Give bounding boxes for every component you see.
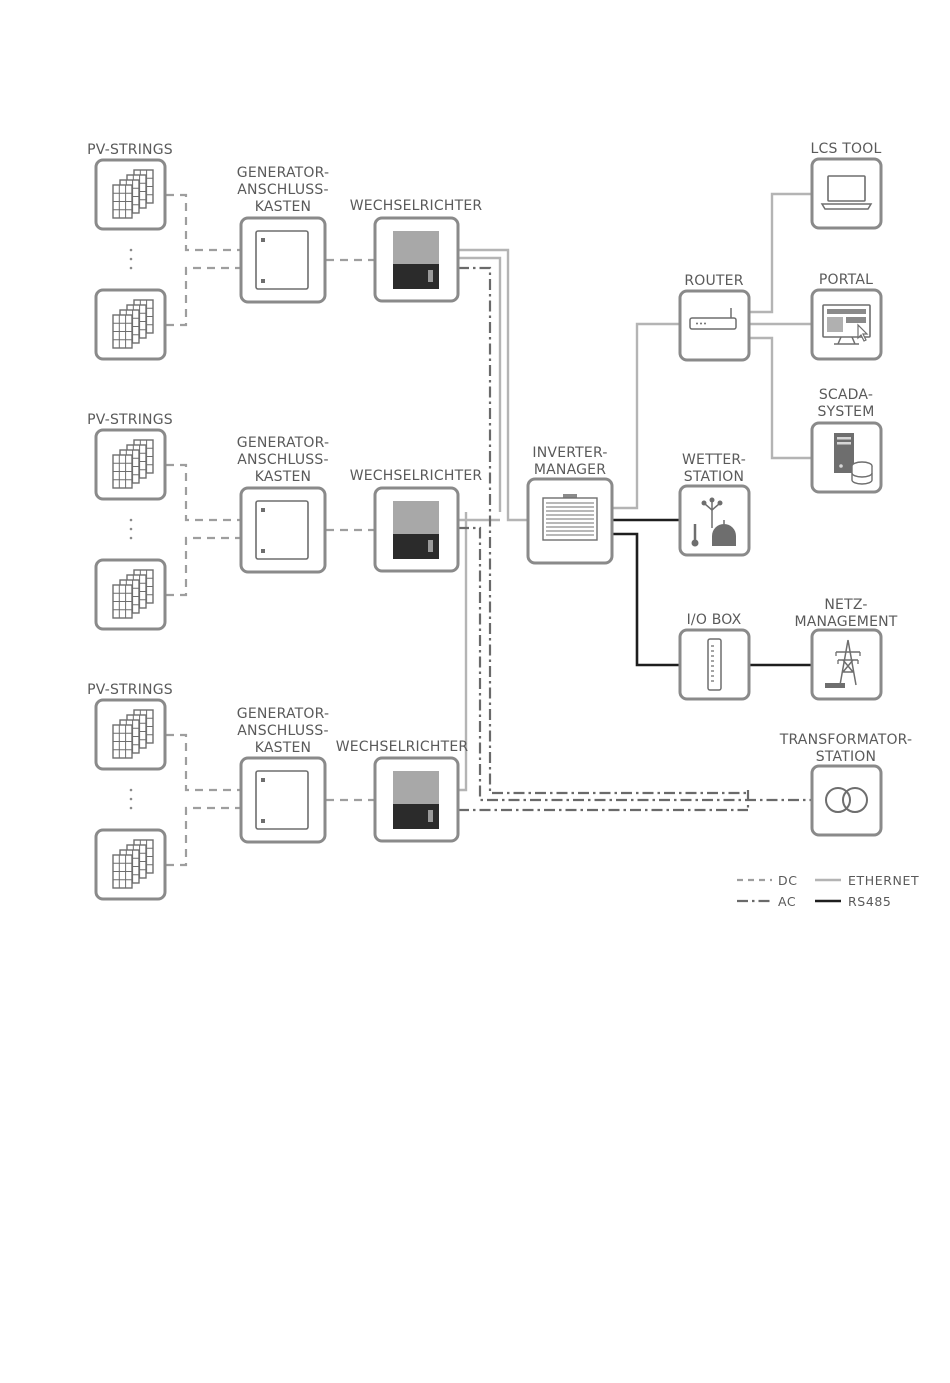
pv-strings-group-2: PV-STRINGS	[87, 412, 173, 631]
weather-station: WETTER- STATION	[678, 452, 751, 557]
inverter-1: WECHSELRICHTER	[350, 198, 483, 303]
dc-line	[166, 536, 241, 597]
io-box: I/O BOX	[678, 612, 751, 701]
dc-line	[166, 463, 241, 522]
legend-ac-label: AC	[778, 894, 796, 909]
ac-line	[458, 266, 748, 795]
legend-ethernet-label: ETHERNET	[848, 873, 919, 888]
ethernet-line	[749, 192, 812, 314]
gak-label-line3: KASTEN	[255, 199, 311, 215]
ethernet-line	[458, 248, 528, 522]
monitor-icon	[822, 304, 871, 345]
gak-label-line2: ANSCHLUSS-	[237, 452, 328, 468]
router: ROUTER	[678, 273, 751, 362]
scada-system: SCADA- SYSTEM	[810, 387, 883, 494]
gak-label-line1: GENERATOR-	[237, 165, 329, 181]
dc-line	[166, 266, 241, 327]
combiner-box-icon	[255, 770, 309, 830]
ethernet-line	[613, 322, 680, 510]
trafo-label-line1: TRANSFORMATOR-	[779, 732, 913, 748]
inverter-2: WECHSELRICHTER	[350, 468, 483, 573]
ellipsis-icon	[129, 518, 133, 540]
dc-line	[166, 193, 241, 252]
inverter-label: WECHSELRICHTER	[336, 739, 469, 755]
weather-station-icon	[691, 497, 736, 547]
combiner-box-2: GENERATOR- ANSCHLUSS- KASTEN	[237, 435, 329, 574]
gak-label-line2: ANSCHLUSS-	[237, 723, 328, 739]
lcs-tool: LCS TOOL	[810, 141, 883, 230]
transformer-station: TRANSFORMATOR- STATION	[779, 732, 913, 837]
scada-label-line1: SCADA-	[819, 387, 873, 403]
inverter-label: WECHSELRICHTER	[350, 198, 483, 214]
inverter-label: WECHSELRICHTER	[350, 468, 483, 484]
gak-label-line1: GENERATOR-	[237, 706, 329, 722]
inverter-manager-label-line1: INVERTER-	[532, 445, 607, 461]
netz-label-line1: NETZ-	[824, 597, 867, 613]
legend-dc-label: DC	[778, 873, 798, 888]
rs485-line	[613, 532, 680, 667]
inverter-3: WECHSELRICHTER	[336, 739, 469, 843]
transformer-icon	[825, 787, 868, 813]
io-box-label: I/O BOX	[687, 612, 742, 628]
power-pylon-icon	[825, 639, 861, 688]
ethernet-line	[458, 256, 502, 512]
pv-strings-group-3: PV-STRINGS	[87, 682, 173, 901]
gak-label-line3: KASTEN	[255, 740, 311, 756]
dc-line	[166, 733, 241, 792]
pv-strings-group-1: PV-STRINGS	[87, 142, 173, 361]
gak-label-line3: KASTEN	[255, 469, 311, 485]
inverter-icon	[393, 231, 439, 289]
inverter-manager-icon	[542, 494, 598, 541]
connections	[166, 192, 812, 867]
scada-label-line2: SYSTEM	[817, 404, 874, 420]
laptop-icon	[820, 175, 873, 210]
portal-label: PORTAL	[819, 272, 873, 288]
inverter-manager-label-line2: MANAGER	[534, 462, 606, 478]
trafo-label-line2: STATION	[816, 749, 876, 765]
pv-strings-label: PV-STRINGS	[87, 142, 173, 158]
pv-strings-label: PV-STRINGS	[87, 682, 173, 698]
netz-label-line2: MANAGEMENT	[794, 614, 897, 630]
combiner-box-icon	[255, 230, 309, 290]
router-label: ROUTER	[684, 273, 743, 289]
combiner-box-icon	[255, 500, 309, 560]
ac-line	[458, 526, 812, 802]
ellipsis-icon	[129, 248, 133, 270]
inverter-icon	[393, 501, 439, 559]
weather-label-line2: STATION	[684, 469, 744, 485]
ellipsis-icon	[129, 788, 133, 810]
legend: DC AC ETHERNET RS485	[737, 873, 919, 909]
dc-line	[166, 806, 241, 867]
gak-label-line1: GENERATOR-	[237, 435, 329, 451]
lcs-tool-label: LCS TOOL	[811, 141, 882, 157]
server-database-icon	[834, 433, 873, 485]
pv-strings-label: PV-STRINGS	[87, 412, 173, 428]
router-icon	[689, 308, 737, 330]
combiner-box-1: GENERATOR- ANSCHLUSS- KASTEN	[237, 165, 329, 304]
ethernet-line	[749, 336, 812, 460]
ethernet-line	[458, 512, 468, 792]
inverter-manager: INVERTER- MANAGER	[526, 445, 614, 565]
inverter-icon	[393, 771, 439, 829]
legend-rs485-label: RS485	[848, 894, 891, 909]
combiner-box-3: GENERATOR- ANSCHLUSS- KASTEN	[237, 706, 329, 844]
portal: PORTAL	[810, 272, 883, 361]
io-box-icon	[707, 638, 722, 691]
gak-label-line2: ANSCHLUSS-	[237, 182, 328, 198]
weather-label-line1: WETTER-	[682, 452, 746, 468]
grid-management: NETZ- MANAGEMENT	[794, 597, 898, 701]
